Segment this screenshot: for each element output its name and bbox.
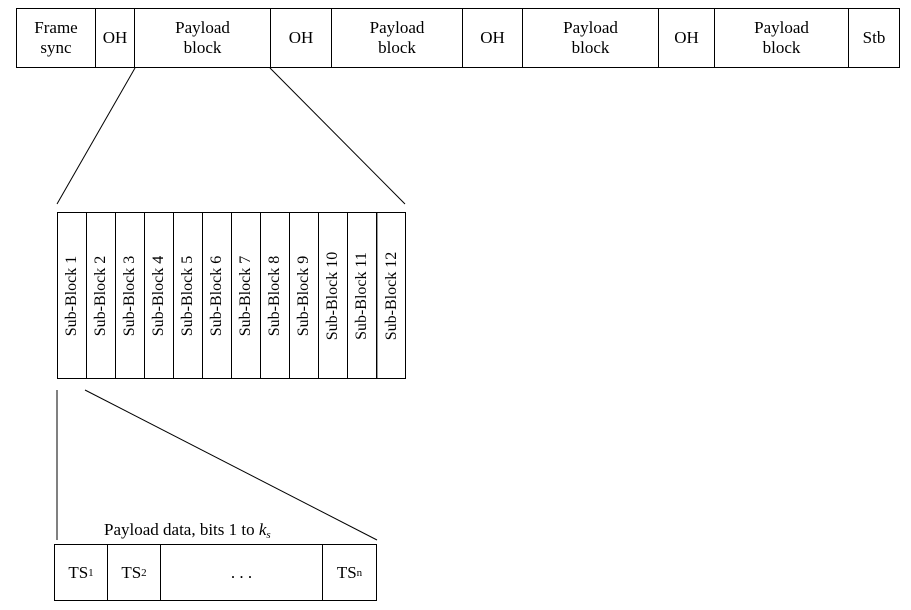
sub-block-label: Sub-Block 1 [63,255,80,336]
zoom-line-right-lower [84,389,378,541]
overhead-cell: OH [463,9,523,67]
sub-block: Sub-Block 9 [290,213,319,378]
sub-block-label: Sub-Block 10 [324,251,341,340]
ts-label: TS [121,562,142,582]
payload-block-cell: Payload block [332,9,463,67]
sub-block-label: Sub-Block 8 [266,255,283,336]
payload-data-caption: Payload data, bits 1 to ks [104,520,271,541]
sub-block-row: Sub-Block 1 Sub-Block 2 Sub-Block 3 Sub-… [57,212,406,379]
payload-block-cell: Payload block [715,9,849,67]
sub-block-label: Sub-Block 5 [179,255,196,336]
ts-label: TS [68,562,89,582]
sub-block: Sub-Block 12 [377,213,405,378]
overhead-cell: OH [659,9,715,67]
sub-block: Sub-Block 6 [203,213,232,378]
sub-block-label: Sub-Block 6 [208,255,225,336]
sub-block-label: Sub-Block 4 [150,255,167,336]
ts-subscript: n [356,566,363,579]
sub-block: Sub-Block 8 [261,213,290,378]
payload-block-cell: Payload block [135,9,271,67]
sub-block: Sub-Block 11 [348,213,377,378]
caption-variable: k [258,520,267,539]
ts-label: TS [336,562,357,582]
ellipsis: . . . [230,562,253,582]
sub-block: Sub-Block 4 [145,213,174,378]
stuffing-cell: Stb [862,28,886,47]
ts-subscript: 1 [88,566,94,579]
caption-text: Payload data, bits 1 to [104,520,259,539]
sub-block-label: Sub-Block 2 [92,255,109,336]
payload-block-cell: Payload block [523,9,659,67]
frame-sync-cell: Frame sync [17,9,96,67]
sub-block-label: Sub-Block 12 [382,251,400,340]
sub-block: Sub-Block 2 [87,213,116,378]
overhead-cell: OH [271,9,332,67]
sub-block: Sub-Block 3 [116,213,145,378]
ts-subscript: 2 [141,566,147,579]
overhead-cell: OH [96,9,135,67]
frame-structure-row: Frame sync OH Payload block OH Payload b… [16,8,900,68]
zoom-line-left [56,67,136,205]
sub-block: Sub-Block 5 [174,213,203,378]
sub-block-label: Sub-Block 11 [353,251,370,340]
sub-block: Sub-Block 10 [319,213,348,378]
caption-variable-subscript: s [266,529,271,541]
zoom-line-right [269,67,406,205]
time-slot-ellipsis-cell: . . . [161,545,323,600]
sub-block: Sub-Block 1 [58,213,87,378]
sub-block-label: Sub-Block 3 [121,255,138,336]
sub-block: Sub-Block 7 [232,213,261,378]
sub-block-label: Sub-Block 9 [295,255,312,336]
sub-block-label: Sub-Block 7 [237,255,254,336]
